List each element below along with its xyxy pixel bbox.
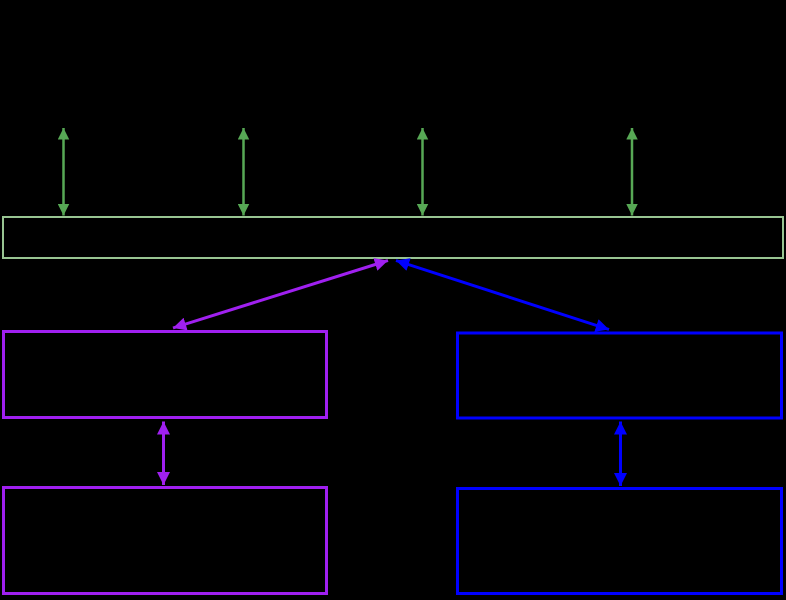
bus-to-right-upper-arrow [395,258,610,332]
bus-node-box [2,216,784,259]
bus-to-left-upper-arrow [172,258,389,331]
right-upper-node-box [456,331,783,420]
left-lower-node-box [2,486,328,595]
left-upper-node-box [2,330,328,419]
right-lower-node-box [456,487,783,595]
